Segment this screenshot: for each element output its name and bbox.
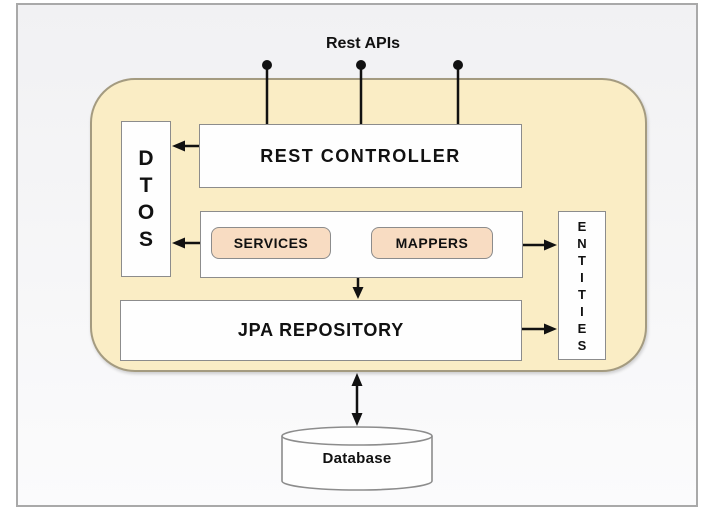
rest-apis-label: Rest APIs <box>325 35 401 52</box>
database-label: Database <box>322 450 392 467</box>
services-mappers-node: SERVICES MAPPERS <box>200 211 523 278</box>
rest-controller-label: REST CONTROLLER <box>260 145 461 166</box>
services-label: SERVICES <box>233 235 309 251</box>
jpa-repository-node: JPA REPOSITORY <box>120 300 522 361</box>
mappers-chip: MAPPERS <box>371 227 493 259</box>
jpa-repository-label: JPA REPOSITORY <box>237 320 405 340</box>
mappers-label: MAPPERS <box>395 235 469 251</box>
services-chip: SERVICES <box>211 227 331 259</box>
rest-controller-node: REST CONTROLLER <box>199 124 522 188</box>
